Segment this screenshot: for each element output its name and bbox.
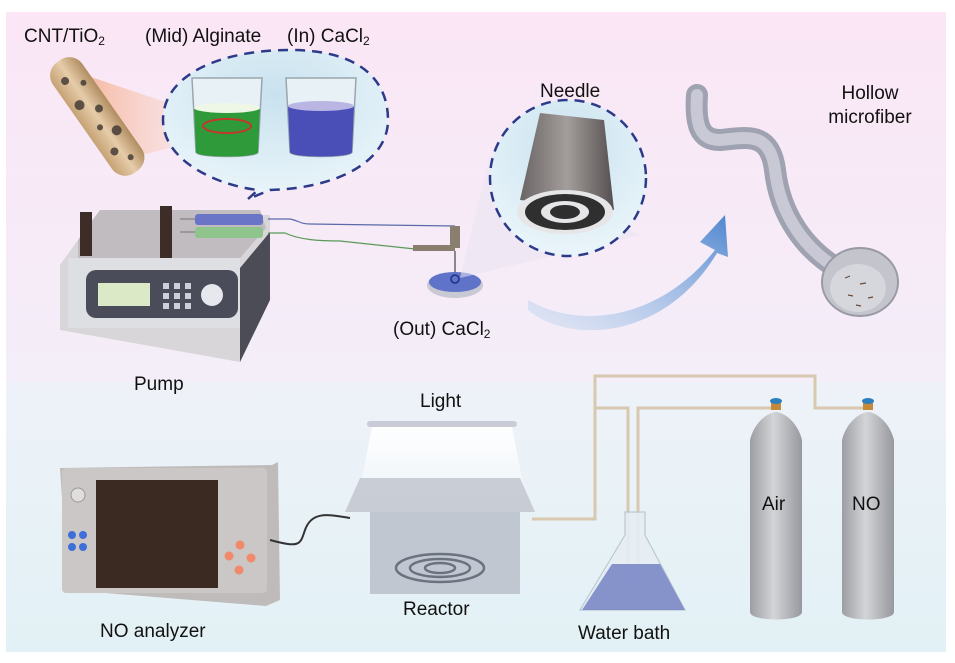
syringe-alginate [195,227,263,238]
label-in-cacl2: (In) CaCl2 [287,26,370,48]
cacl2-tube [268,218,456,227]
no-analyzer-device [60,462,280,606]
analyzer-screen [96,480,218,588]
analyzer-blue-buttons [68,531,87,551]
alginate-beaker [191,77,263,158]
label-cnt-tio2: CNT/TiO2 [24,26,105,48]
pump-display-screen [98,283,150,306]
analyzer-knob [70,487,86,503]
label-water-bath: Water bath [578,623,671,644]
label-no-analyzer: NO analyzer [100,621,206,642]
label-pump: Pump [134,374,184,395]
label-needle: Needle [540,81,601,102]
label-cylinder-air: Air [762,494,786,515]
cacl2-beaker [285,77,357,158]
label-cylinder-no: NO [852,494,881,515]
label-mid-alginate: (Mid) Alginate [145,26,262,47]
alginate-tube [268,232,416,250]
syringe-cacl2 [195,214,263,225]
water-bath-flask [578,511,686,611]
syringe-pump [60,206,270,362]
label-hollow-microfiber: Hollow microfiber [828,83,912,128]
label-light: Light [420,391,462,412]
reactor-chamber [345,478,535,594]
cnt-tio2-fiber-illustration [50,57,195,176]
flow-arrow-icon [528,215,728,331]
hollow-microfiber-illustration [685,84,899,317]
analyzer-orange-buttons [224,540,256,575]
needle-magnified-callout [488,98,648,258]
pump-keypad [163,283,191,309]
analyzer-cable [269,514,351,546]
air-cylinder [750,398,802,620]
collection-dish [427,272,483,298]
pump-dial [201,284,223,306]
no-cylinder [842,398,894,620]
label-reactor: Reactor [403,599,470,620]
label-out-cacl2: (Out) CaCl2 [393,319,491,341]
stir-arrow-icon [202,118,252,134]
